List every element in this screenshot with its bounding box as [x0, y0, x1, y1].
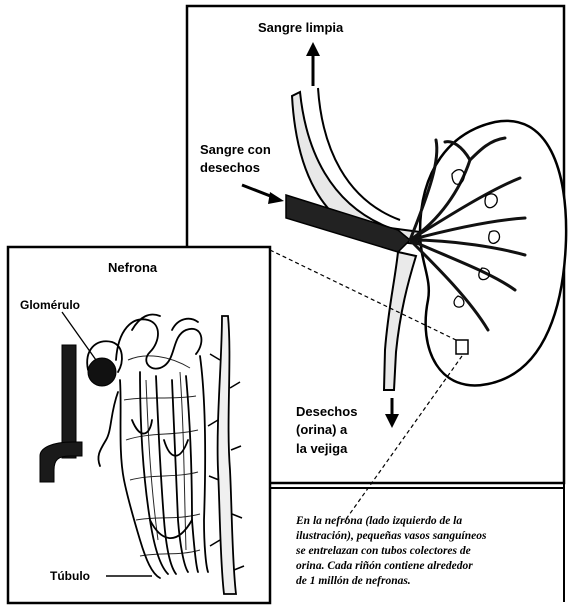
nephron-title: Nefrona	[108, 260, 157, 276]
label-waste-line3: la vejiga	[296, 441, 347, 457]
label-waste-line2: (orina) a	[296, 422, 347, 438]
label-waste-line1: Desechos	[296, 404, 357, 420]
caption-text: En la nefrona (lado izquierdo de la ilus…	[296, 514, 566, 589]
glomerulus	[88, 358, 116, 386]
label-dirty-blood-line2: desechos	[200, 160, 260, 176]
caption-line-2: ilustración), pequeñas vasos sanguíneos	[296, 529, 566, 544]
label-dirty-blood-line1: Sangre con	[200, 142, 271, 158]
caption-line-3: se entrelazan con tubos colectores de	[296, 544, 566, 559]
label-glomerulus: Glomérulo	[20, 297, 80, 313]
label-tubule: Túbulo	[50, 568, 90, 584]
caption-line-4: orina. Cada riñón contiene alrededor	[296, 559, 566, 574]
label-clean-blood: Sangre limpia	[258, 20, 343, 36]
caption-line-5: de 1 millón de nefronas.	[296, 574, 566, 589]
caption-line-1: En la nefrona (lado izquierdo de la	[296, 514, 566, 529]
nephron-highlight-box	[456, 340, 468, 354]
